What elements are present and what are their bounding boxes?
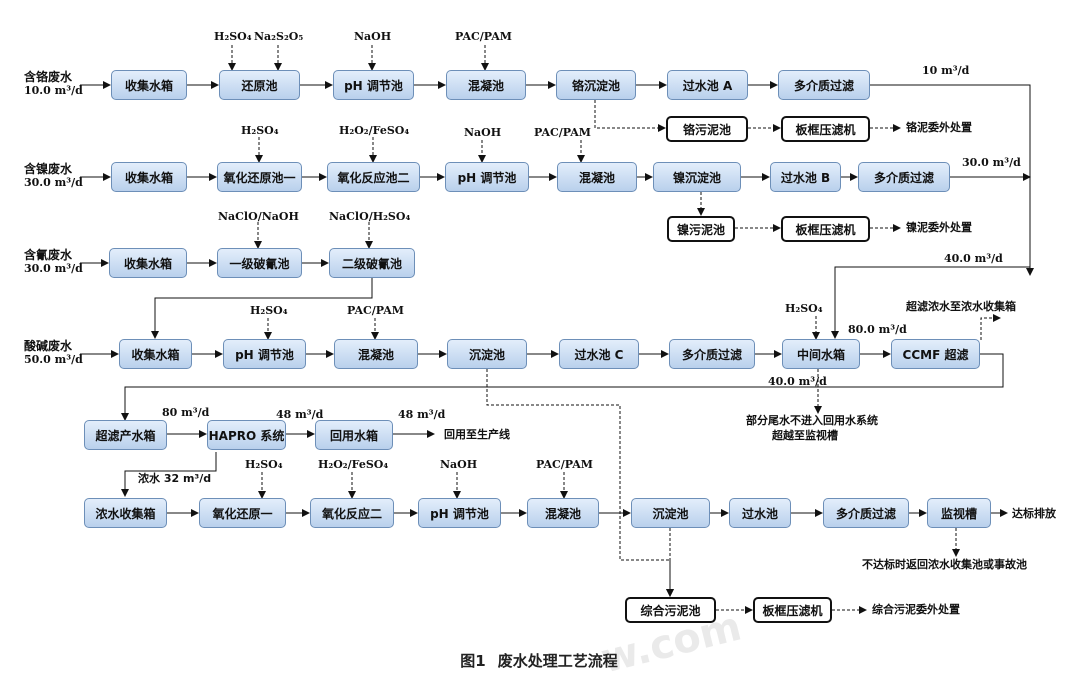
process-step: 中间水箱 [782,339,860,369]
process-step: 氧化反应二 [310,498,394,528]
filter-press: 板框压滤机 [781,216,870,242]
process-step: 混凝池 [557,162,637,192]
source-flow: 30.0 m³/d [24,262,83,275]
process-step: 混凝池 [527,498,599,528]
source-label: 含氰废水 [24,248,73,262]
flow-rate-label: 48 m³/d [276,408,324,421]
reuse-note: 回用至生产线 [444,428,510,441]
sludge-tank: 铬污泥池 [666,116,748,142]
process-step: 铬沉淀池 [556,70,636,100]
reagent-label: H₂SO₄ [241,124,279,137]
reagent-label: PAC/PAM [455,30,512,43]
process-step: 多介质过滤 [858,162,950,192]
sludge-disposal-label: 综合污泥委外处置 [872,603,960,616]
source-chromium: 含铬废水 10.0 m³/d [24,70,83,97]
flow-rate-label: 40.0 m³/d [768,375,827,388]
reagent-label: PAC/PAM [534,126,591,139]
source-acid-base: 酸碱废水 50.0 m³/d [24,339,83,366]
source-label: 含铬废水 [24,70,73,84]
reagent-label: PAC/PAM [347,304,404,317]
source-nickel: 含镍废水 30.0 m³/d [24,162,83,189]
flow-rate-label: 40.0 m³/d [944,252,1003,265]
process-step: 氧化还原一 [199,498,286,528]
process-step: pH 调节池 [223,339,306,369]
process-step: CCMF 超滤 [891,339,980,369]
reagent-label: H₂SO₄ [245,458,283,471]
fail-return-note: 不达标时返回浓水收集池或事故池 [862,558,1027,571]
process-step: 回用水箱 [315,420,393,450]
process-step: 多介质过滤 [669,339,755,369]
source-cyanide: 含氰废水 30.0 m³/d [24,248,83,275]
reagent-label: Na₂S₂O₅ [254,30,304,43]
reagent-label: NaOH [354,30,392,43]
process-step: 收集水箱 [111,70,187,100]
flow-rate-label: 48 m³/d [398,408,446,421]
process-step: 收集水箱 [111,162,187,192]
figure-title: 废水处理工艺流程 [497,652,618,670]
process-step: 沉淀池 [447,339,527,369]
source-flow: 30.0 m³/d [24,176,83,189]
process-step: 超滤产水箱 [84,420,167,450]
process-step: 收集水箱 [109,248,187,278]
process-step: 监视槽 [927,498,991,528]
process-step: 浓水收集箱 [84,498,167,528]
process-step: pH 调节池 [445,162,529,192]
flow-rate-label: 80.0 m³/d [848,323,907,336]
bypass-note: 超越至监视槽 [772,429,838,442]
process-step: pH 调节池 [333,70,414,100]
reagent-label: NaOH [440,458,478,471]
process-step: 沉淀池 [631,498,710,528]
reagent-label: NaClO/H₂SO₄ [329,210,411,223]
figure-number: 图1 [460,652,486,670]
bypass-note: 部分尾水不进入回用水系统 [746,414,878,427]
flow-rate-label: 80 m³/d [162,406,210,419]
process-step: 氧化还原池一 [217,162,302,192]
reagent-label: H₂SO₄ [214,30,252,43]
process-step: 过水池 [729,498,791,528]
process-step: 混凝池 [446,70,526,100]
process-step: 过水池 C [559,339,639,369]
process-step: HAPRO 系统 [207,420,286,450]
source-flow: 50.0 m³/d [24,353,83,366]
reagent-label: H₂O₂/FeSO₄ [318,458,389,471]
source-flow: 10.0 m³/d [24,84,83,97]
concentrate-flow-label: 浓水 32 m³/d [138,472,212,485]
process-step: 过水池 A [667,70,748,100]
reagent-label: H₂O₂/FeSO₄ [339,124,410,137]
reagent-label: H₂SO₄ [785,302,823,315]
reagent-label: PAC/PAM [536,458,593,471]
source-label: 含镍废水 [24,162,73,176]
process-step: pH 调节池 [418,498,501,528]
process-step: 多介质过滤 [823,498,909,528]
process-step: 二级破氰池 [329,248,415,278]
sludge-disposal-label: 铬泥委外处置 [906,121,972,134]
process-step: 镍沉淀池 [653,162,741,192]
source-label: 酸碱废水 [24,339,73,353]
sludge-tank: 镍污泥池 [667,216,735,242]
reagent-label: NaClO/NaOH [218,210,299,223]
filter-press: 板框压滤机 [753,597,832,623]
process-step: 还原池 [219,70,300,100]
process-step: 收集水箱 [119,339,192,369]
process-step: 一级破氰池 [217,248,302,278]
process-step: 多介质过滤 [778,70,870,100]
sludge-tank: 综合污泥池 [625,597,716,623]
process-step: 过水池 B [770,162,841,192]
concentrate-note: 超滤浓水至浓水收集箱 [906,300,1016,313]
process-step: 混凝池 [334,339,418,369]
flow-rate-label: 30.0 m³/d [962,156,1021,169]
process-step: 氧化反应池二 [327,162,420,192]
reagent-label: NaOH [464,126,502,139]
sludge-disposal-label: 镍泥委外处置 [906,221,972,234]
discharge-label: 达标排放 [1012,507,1056,520]
reagent-label: H₂SO₄ [250,304,288,317]
figure-caption: 图1 废水处理工艺流程 [0,650,1078,671]
filter-press: 板框压滤机 [781,116,870,142]
flow-rate-label: 10 m³/d [922,64,970,77]
